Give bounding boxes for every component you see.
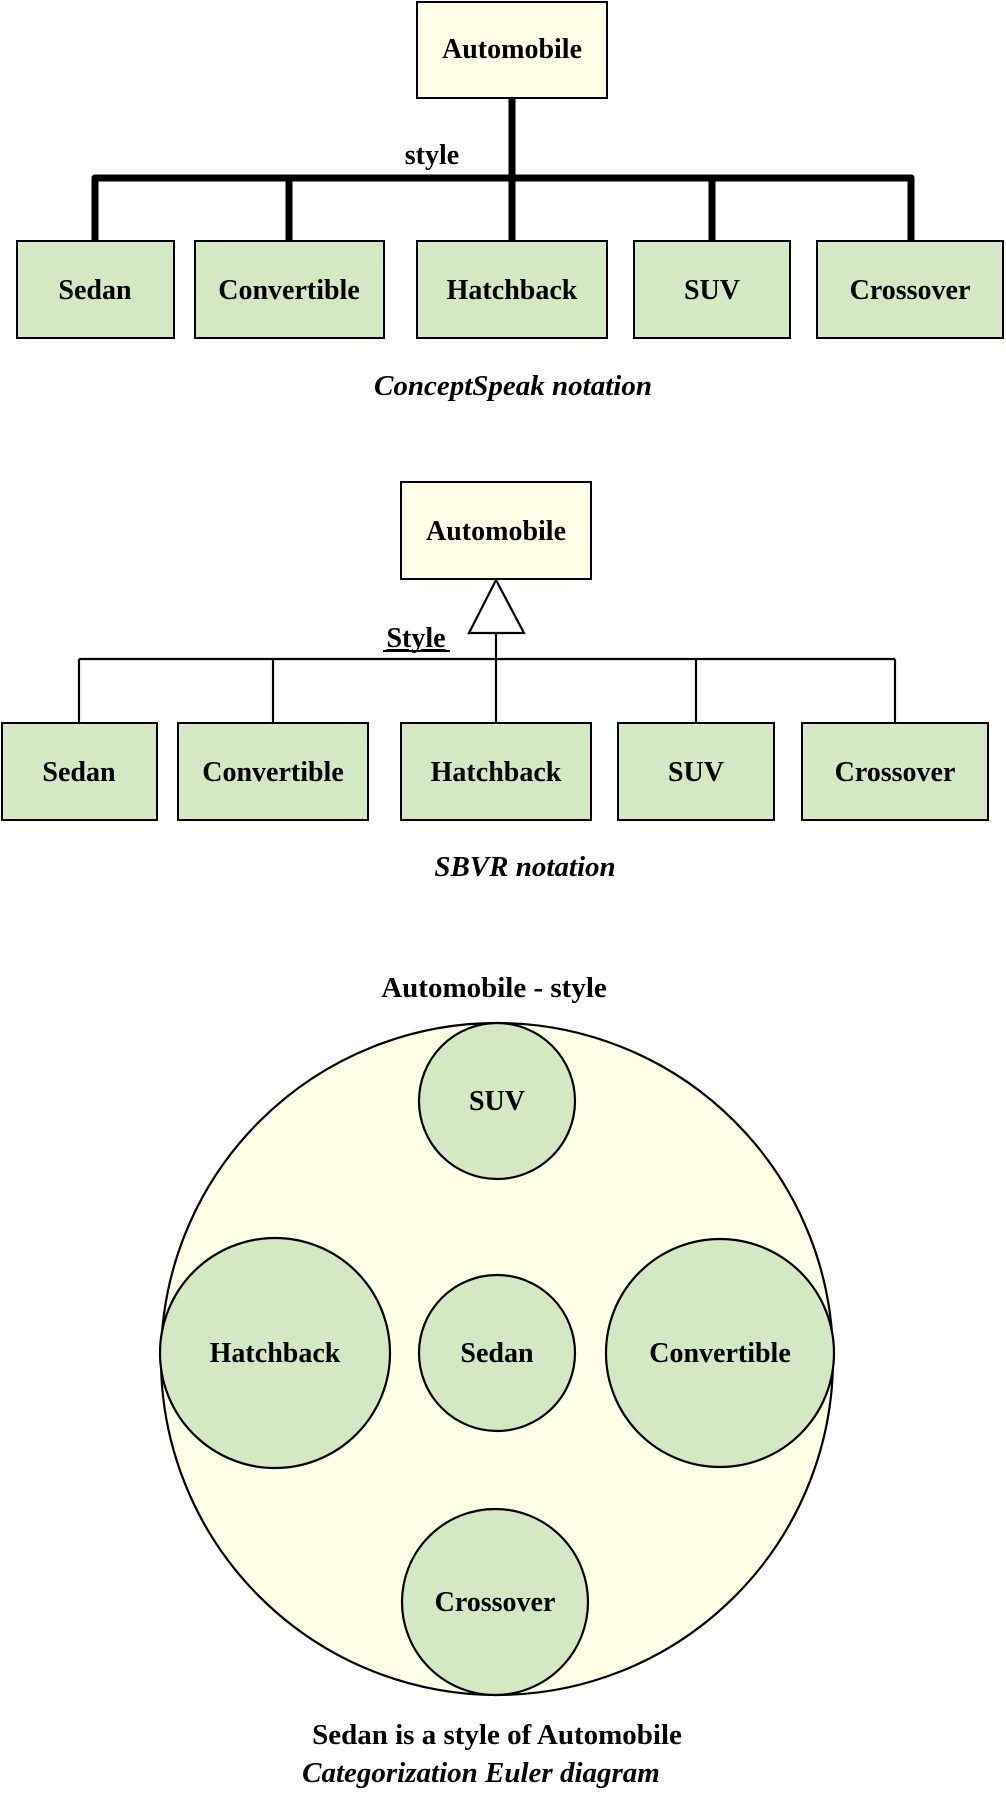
subtype-rect (633, 240, 791, 339)
subtype-rect (16, 240, 175, 339)
subtype-label: SUV (668, 757, 724, 788)
subtype-box-crossover[interactable]: Crossover (801, 722, 989, 821)
subtype-rect (1, 722, 158, 821)
subset-crossover[interactable]: Crossover (400, 1507, 590, 1697)
subset-sedan[interactable]: Sedan (417, 1273, 577, 1433)
subset-label: Crossover (435, 1587, 556, 1618)
subtype-box-convertible[interactable]: Convertible (177, 722, 369, 821)
subset-label: Hatchback (210, 1338, 341, 1369)
euler-statement: Sedan is a style of Automobile (312, 1719, 682, 1751)
euler-caption: Categorization Euler diagram (302, 1757, 660, 1789)
sbvr-connectors (77, 633, 897, 723)
sbvr-diagram: Style Automobile Sedan Convertible Hatch… (1, 481, 989, 883)
subtype-box-sedan[interactable]: Sedan (1, 722, 158, 821)
supertype-label: Automobile (426, 516, 566, 547)
subtype-label: Hatchback (447, 275, 578, 306)
euler-diagram: Automobile - style SUV Hatchback Sedan C… (158, 972, 836, 1789)
facet-label: Style (386, 623, 445, 654)
subtype-box-suv[interactable]: SUV (617, 722, 775, 821)
subtype-label: Convertible (202, 757, 344, 788)
subtype-rect (194, 240, 385, 339)
subset-convertible[interactable]: Convertible (604, 1237, 836, 1469)
subtype-box-suv[interactable]: SUV (633, 240, 791, 339)
supertype-rect (400, 481, 592, 580)
conceptspeak-diagram: style Automobile Sedan Convertible Hatch… (16, 1, 1004, 402)
conceptspeak-connectors (91, 94, 915, 244)
euler-title: Automobile - style (381, 972, 607, 1004)
subtype-label: Crossover (850, 275, 971, 306)
subtype-rect (617, 722, 775, 821)
subtype-box-sedan[interactable]: Sedan (16, 240, 175, 339)
sbvr-caption: SBVR notation (434, 851, 615, 883)
supertype-box[interactable]: Automobile (400, 481, 592, 580)
subtype-rect (816, 240, 1004, 339)
subset-circle (604, 1237, 836, 1469)
subset-circle (158, 1236, 392, 1470)
subset-label: SUV (469, 1086, 525, 1117)
subset-suv[interactable]: SUV (417, 1021, 577, 1181)
supertype-label: Automobile (442, 34, 582, 65)
subtype-label: Sedan (58, 275, 132, 306)
subtype-rect (416, 240, 608, 339)
subset-circle (417, 1273, 577, 1433)
subtype-label: Crossover (835, 757, 956, 788)
subset-label: Sedan (460, 1338, 534, 1369)
subtype-box-hatchback[interactable]: Hatchback (416, 240, 608, 339)
subtype-box-crossover[interactable]: Crossover (816, 240, 1004, 339)
subtype-label: SUV (684, 275, 740, 306)
subset-hatchback[interactable]: Hatchback (158, 1236, 392, 1470)
subtype-label: Sedan (42, 757, 116, 788)
subtype-label: Hatchback (431, 757, 562, 788)
subtype-label: Convertible (218, 275, 360, 306)
generalization-arrow-icon (467, 577, 526, 635)
supertype-rect (416, 1, 608, 99)
conceptspeak-caption: ConceptSpeak notation (374, 370, 652, 402)
subset-label: Convertible (649, 1338, 791, 1369)
subtype-box-hatchback[interactable]: Hatchback (400, 722, 592, 821)
subtype-rect (400, 722, 592, 821)
subtype-box-convertible[interactable]: Convertible (194, 240, 385, 339)
subset-circle (417, 1021, 577, 1181)
subtype-rect (177, 722, 369, 821)
subtype-rect (801, 722, 989, 821)
subset-circle (400, 1507, 590, 1697)
facet-label: style (405, 140, 459, 171)
supertype-box[interactable]: Automobile (416, 1, 608, 99)
